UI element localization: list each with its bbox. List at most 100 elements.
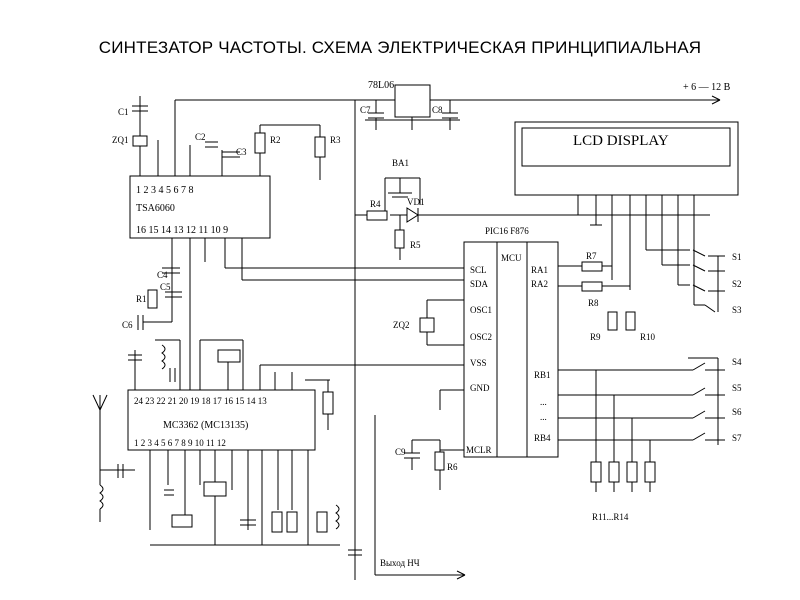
mcu-pin-sda: SDA bbox=[470, 279, 489, 289]
inductor-coil-1 bbox=[161, 344, 166, 370]
capacitor-c1 bbox=[132, 96, 148, 112]
crystal-mc bbox=[217, 349, 241, 363]
mcu-pin-scl: SCL bbox=[470, 265, 487, 275]
label-r11-r14: R11...R14 bbox=[592, 512, 629, 522]
mcu-pin-osc2: OSC2 bbox=[470, 332, 492, 342]
inductor-coil-input bbox=[99, 484, 104, 510]
mcu-pin-osc1: OSC1 bbox=[470, 305, 492, 315]
ic-tsa6060 bbox=[129, 175, 271, 239]
label-zq2: ZQ2 bbox=[393, 320, 410, 330]
speaker-ba1 bbox=[384, 177, 421, 215]
crystal-mc-2 bbox=[203, 481, 227, 497]
mcu-pin-vss: VSS bbox=[470, 358, 487, 368]
mcu-pin-rb4: RB4 bbox=[534, 433, 551, 443]
resistor-mc-b1 bbox=[271, 511, 283, 533]
mc-bottom-pins: 1 2 3 4 5 6 7 8 9 10 11 12 bbox=[134, 438, 226, 448]
capacitor-group-mc bbox=[128, 339, 181, 390]
resistor-r1 bbox=[147, 289, 158, 309]
switch-s4: S4 bbox=[732, 357, 742, 367]
inductor-coil-mc bbox=[335, 504, 340, 530]
resistor-r4 bbox=[366, 210, 388, 221]
mcu-name: PIC16 F876 bbox=[485, 226, 529, 236]
resistor-r14 bbox=[644, 461, 656, 483]
label-c2: C2 bbox=[195, 132, 206, 142]
capacitor-c5 bbox=[165, 291, 182, 298]
resistor-mc-b3 bbox=[316, 511, 328, 533]
capacitor-c9 bbox=[404, 439, 440, 470]
resistor-r9 bbox=[607, 311, 618, 331]
mcu-pin-mclr: MCLR bbox=[466, 445, 492, 455]
resistor-r2 bbox=[254, 132, 266, 154]
label-c5: C5 bbox=[160, 282, 171, 292]
output-label: Выход НЧ bbox=[380, 558, 420, 568]
mc-bottom-wires bbox=[149, 450, 340, 546]
mcu-label: MCU bbox=[501, 253, 522, 263]
label-r8: R8 bbox=[588, 298, 599, 308]
diode-vd1 bbox=[390, 207, 440, 223]
label-r6: R6 bbox=[447, 462, 458, 472]
label-ba1: BA1 bbox=[392, 158, 409, 168]
label-c1: C1 bbox=[118, 107, 129, 117]
lcd-display-label: LCD DISPLAY bbox=[573, 133, 669, 149]
capacitor-c8 bbox=[442, 100, 458, 130]
capacitor-input bbox=[117, 464, 124, 478]
capacitor-mc-bottom bbox=[164, 489, 256, 526]
label-r7: R7 bbox=[586, 251, 597, 261]
switch-s7: S7 bbox=[732, 433, 742, 443]
mcu-pin-ra1: RA1 bbox=[531, 265, 548, 275]
label-c7: C7 bbox=[360, 105, 371, 115]
resistor-r8 bbox=[581, 281, 603, 292]
label-r3: R3 bbox=[330, 135, 341, 145]
regulator-label: 78L06 bbox=[368, 80, 394, 91]
tsa-top-pins: 1 2 3 4 5 6 7 8 bbox=[136, 185, 194, 196]
label-vd1: VD1 bbox=[407, 197, 425, 207]
switch-group-s4-s7 bbox=[558, 357, 725, 492]
switch-s5: S5 bbox=[732, 383, 742, 393]
lcd-display-screen bbox=[521, 127, 731, 167]
mcu-pin-ra2: RA2 bbox=[531, 279, 548, 289]
mc-top-wires bbox=[199, 339, 464, 390]
audio-output-line bbox=[348, 415, 466, 580]
capacitor-c2 bbox=[205, 141, 218, 148]
label-r9: R9 bbox=[590, 332, 601, 342]
mcu-pin-gnd: GND bbox=[470, 383, 490, 393]
resistor-r10 bbox=[625, 311, 636, 331]
mcu-pin-rb1: RB1 bbox=[534, 370, 551, 380]
label-c9: C9 bbox=[395, 447, 406, 457]
ic-mc3362 bbox=[127, 389, 316, 451]
resistor-mc-b2 bbox=[286, 511, 298, 533]
label-r1: R1 bbox=[136, 294, 147, 304]
tsa-bottom-pins: 16 15 14 13 12 11 10 9 bbox=[136, 225, 228, 236]
label-r2: R2 bbox=[270, 135, 281, 145]
diagram-title: СИНТЕЗАТОР ЧАСТОТЫ. СХЕМА ЭЛЕКТРИЧЕСКАЯ … bbox=[98, 38, 702, 57]
switch-group-s1-s3 bbox=[646, 249, 725, 313]
crystal-zq2 bbox=[419, 317, 435, 333]
label-c3: C3 bbox=[236, 147, 247, 157]
label-c6: C6 bbox=[122, 320, 133, 330]
label-zq1: ZQ1 bbox=[112, 135, 129, 145]
resistor-mc-top bbox=[322, 391, 334, 415]
label-r4: R4 bbox=[370, 199, 381, 209]
switch-s6: S6 bbox=[732, 407, 742, 417]
resistor-r3 bbox=[314, 136, 326, 158]
mc-top-pins: 24 23 22 21 20 19 18 17 16 15 14 13 bbox=[134, 396, 267, 406]
crystal-zq1 bbox=[132, 135, 148, 147]
resistor-r11 bbox=[590, 461, 602, 483]
label-c8: C8 bbox=[432, 105, 443, 115]
capacitor-c4 bbox=[162, 267, 180, 274]
mcu-pin-dots-2: ... bbox=[540, 412, 547, 422]
mcu-pin-dots-1: ... bbox=[540, 397, 547, 407]
regulator-78l06 bbox=[394, 84, 431, 118]
ic-pic16f876 bbox=[463, 241, 559, 458]
capacitor-c6 bbox=[137, 315, 172, 330]
switch-s2: S2 bbox=[732, 279, 742, 289]
label-c4: C4 bbox=[157, 270, 168, 280]
resistor-r5 bbox=[394, 229, 405, 249]
label-r10: R10 bbox=[640, 332, 656, 342]
crystal-mc-bottom bbox=[171, 514, 193, 528]
switch-s3: S3 bbox=[732, 305, 742, 315]
label-r5: R5 bbox=[410, 240, 421, 250]
resistor-r6 bbox=[434, 451, 445, 471]
zq2-wires bbox=[426, 299, 464, 410]
